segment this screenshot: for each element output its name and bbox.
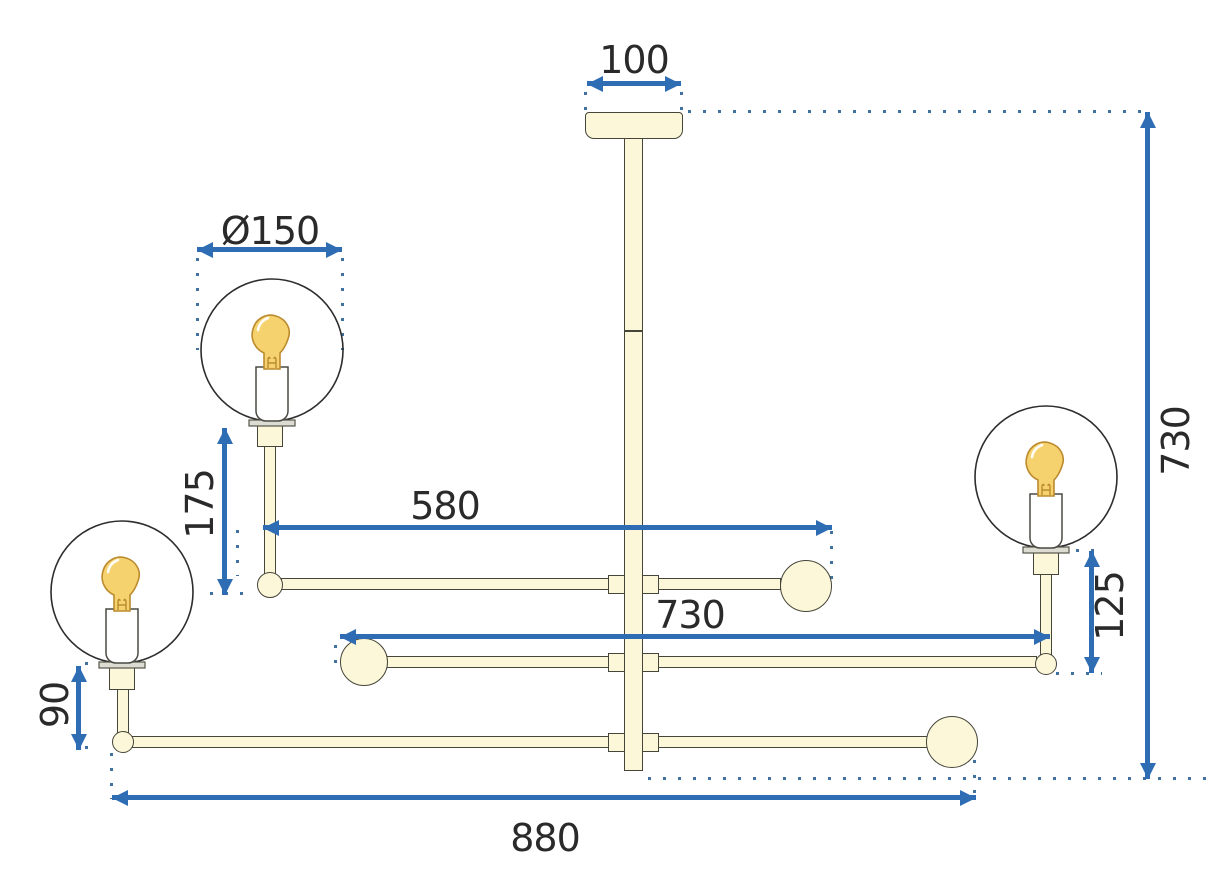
stem-top-left [264,446,276,574]
ceiling-canopy [585,112,683,139]
guide-dotted-880-left [110,753,113,799]
end-ball-middle-arm [340,638,388,686]
guide-dot-90-top [85,662,88,668]
guide-dotted-globe-left [196,258,199,350]
arm-upper [281,578,781,590]
dim-overall-width-label: 880 [510,816,581,860]
dim-top-drop-label: 175 [178,469,222,539]
connector-middle-right [642,653,659,672]
dim-overall-width-arrow [112,789,976,806]
dim-left-drop-label: 90 [33,681,77,729]
guide-dotted-globe-right [341,258,344,350]
dim-overall-height-label: 730 [1154,406,1198,476]
arm-lower [132,736,928,748]
dim-middle-arm-label: 730 [655,593,726,637]
connector-middle-left [608,653,625,672]
end-ball-lower-arm [926,716,978,768]
guide-dotted-125-bottom [1056,672,1102,675]
ball-joint-top-left [257,572,283,598]
guide-dotted-canopy-left [584,92,587,116]
collar-bottom-left [109,667,135,690]
dim-left-drop-arrow [70,666,87,750]
down-rod-joint [625,330,642,332]
dim-right-drop-arrow [1083,551,1100,673]
dim-overall-height-arrow [1139,112,1156,779]
end-ball-upper-arm [780,560,832,612]
guide-dotted-880-right [973,760,976,802]
guide-dotted-bottom [648,777,1206,780]
dim-globe-diameter-arrow [197,241,342,258]
globe-lamp-bottom-left [49,519,195,669]
dim-middle-arm-arrow [340,628,1050,645]
guide-dot-90-bottom [85,746,88,752]
ball-joint-bottom-left [112,731,134,753]
guide-dotted-125-top [1046,549,1096,552]
connector-lower-right [642,733,659,752]
dim-canopy-width-arrow [587,75,681,92]
dim-right-drop-label: 125 [1088,571,1132,641]
dim-globe-diameter-label: Ø150 [220,209,320,253]
guide-dotted-arm1-left [236,530,239,576]
connector-upper-right [642,575,659,594]
guide-dotted-top [688,110,1144,113]
connector-lower-left [608,733,625,752]
guide-dotted-canopy-right [680,92,683,116]
collar-right [1033,552,1059,575]
guide-dotted-arm2-left [334,645,337,669]
connector-upper-left [608,575,625,594]
dim-upper-arm-label: 580 [410,484,481,528]
globe-lamp-top-left [199,277,345,427]
dim-top-drop-arrow [216,428,233,595]
ball-joint-right [1035,653,1057,675]
stem-bottom-left [117,689,129,735]
arm-middle [386,656,1037,668]
dim-upper-arm-arrow [263,519,832,536]
globe-lamp-right [973,404,1119,554]
collar-top-left [257,424,283,447]
guide-dotted-arm1-right [830,531,833,591]
dim-canopy-width-label: 100 [599,38,670,82]
down-rod [624,137,643,771]
